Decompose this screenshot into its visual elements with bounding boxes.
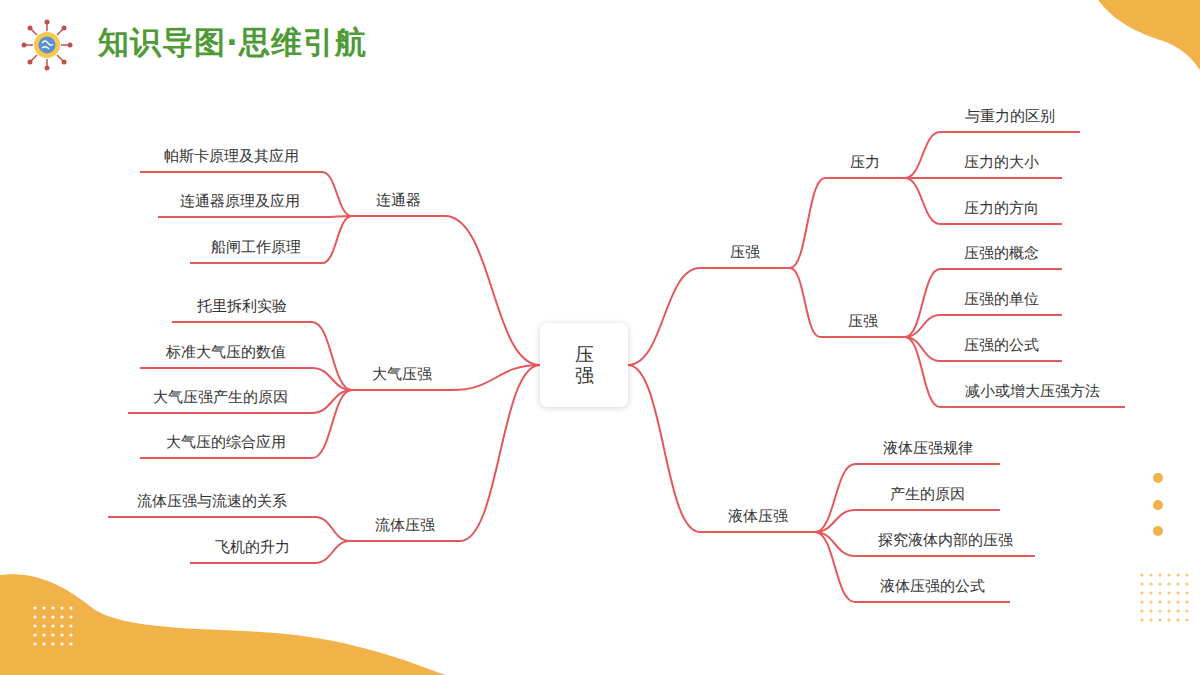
branch-topic: 压强的单位	[940, 289, 1062, 316]
branch-topic: 产生的原因	[855, 484, 1000, 511]
topic-text: 液体压强的公式	[880, 577, 985, 595]
branch-curve	[790, 178, 825, 268]
topic-text: 压强的概念	[964, 244, 1039, 262]
branch-topic: 液体压强的公式	[855, 576, 1010, 603]
branch-topic: 帕斯卡原理及其应用	[140, 146, 322, 173]
topic-text: 飞机的升力	[215, 538, 290, 556]
branch-curve	[905, 315, 940, 337]
branch-curve	[445, 216, 540, 365]
topic-text: 压力的方向	[964, 199, 1039, 217]
branch-curve	[905, 337, 940, 407]
branch-curve	[905, 132, 940, 178]
branch-curve	[322, 172, 352, 216]
dot-grid	[33, 606, 72, 645]
topic-text: 流体压强	[375, 516, 435, 534]
branch-curve	[815, 464, 855, 532]
topic-text: 减小或增大压强方法	[965, 382, 1100, 400]
branch-curve	[452, 365, 540, 390]
branch-topic: 与重力的区别	[940, 106, 1080, 133]
topic-text: 产生的原因	[890, 485, 965, 503]
branch-topic: 流体压强	[350, 515, 460, 542]
corner-blob	[1098, 0, 1200, 70]
topic-text: 压力的大小	[964, 153, 1039, 171]
branch-curve	[790, 268, 820, 337]
branch-topic: 连通器原理及应用	[158, 191, 322, 218]
branch-curve	[312, 390, 352, 458]
topic-text: 大气压的综合应用	[166, 433, 286, 451]
branch-topic: 大气压强产生的原因	[128, 387, 312, 414]
branch-topic: 大气压的综合应用	[140, 432, 312, 459]
topic-text: 大气压强	[372, 365, 432, 383]
branch-topic: 连通器	[352, 190, 445, 217]
branch-curve	[312, 322, 352, 390]
branch-topic: 压强	[700, 242, 790, 269]
topic-text: 压强的单位	[964, 290, 1039, 308]
branch-curve	[628, 365, 700, 532]
topic-text: 压强的公式	[964, 336, 1039, 354]
topic-text: 流体压强与流速的关系	[137, 492, 287, 510]
brain-icon	[22, 20, 73, 71]
dot-grid	[1140, 573, 1188, 621]
branch-topic: 液体压强	[700, 506, 815, 533]
topic-text: 与重力的区别	[965, 107, 1055, 125]
branch-topic: 飞机的升力	[190, 537, 315, 564]
branch-curve	[312, 368, 352, 390]
branch-curve	[460, 365, 540, 541]
root-box: 压强	[540, 323, 628, 407]
branch-topic: 船闸工作原理	[190, 237, 322, 264]
topic-text: 液体压强规律	[883, 439, 973, 457]
slide-title: 知识导图·思维引航	[98, 22, 367, 64]
branch-curve	[815, 532, 855, 602]
corner-blob	[0, 574, 445, 675]
topic-text: 压力	[850, 153, 880, 171]
branch-curve	[628, 268, 700, 365]
topic-text: 压强	[575, 344, 594, 386]
branch-topic: 压力	[825, 152, 905, 179]
branch-topic: 大气压强	[352, 364, 452, 391]
branch-curve	[315, 541, 350, 563]
branch-curve	[322, 216, 352, 263]
branch-topic: 压力的方向	[940, 198, 1062, 225]
topic-text: 大气压强产生的原因	[153, 388, 288, 406]
branch-curve	[815, 510, 855, 532]
branch-curve	[905, 178, 940, 224]
branch-topic: 压力的大小	[940, 152, 1062, 179]
branch-topic: 液体压强规律	[855, 438, 1000, 465]
topic-text: 船闸工作原理	[211, 238, 301, 256]
branch-topic: 标准大气压的数值	[140, 342, 312, 369]
topic-text: 压强	[730, 243, 760, 261]
branch-curve	[905, 269, 940, 337]
topic-text: 连通器	[376, 191, 421, 209]
topic-text: 液体压强	[728, 507, 788, 525]
branch-topic: 压强	[820, 311, 905, 338]
branch-curve	[315, 517, 350, 541]
topic-text: 标准大气压的数值	[166, 343, 286, 361]
branch-topic: 托里拆利实验	[172, 296, 312, 323]
dot-column	[1153, 473, 1163, 536]
branch-topic: 流体压强与流速的关系	[108, 491, 315, 518]
topic-text: 探究液体内部的压强	[878, 531, 1013, 549]
topic-text: 帕斯卡原理及其应用	[164, 147, 299, 165]
branch-topic: 压强的概念	[940, 243, 1062, 270]
branch-topic: 探究液体内部的压强	[855, 530, 1035, 557]
topic-text: 压强	[848, 312, 878, 330]
branch-topic: 压强的公式	[940, 335, 1062, 362]
topic-text: 托里拆利实验	[197, 297, 287, 315]
branch-topic: 减小或增大压强方法	[940, 381, 1125, 408]
topic-text: 连通器原理及应用	[180, 192, 300, 210]
